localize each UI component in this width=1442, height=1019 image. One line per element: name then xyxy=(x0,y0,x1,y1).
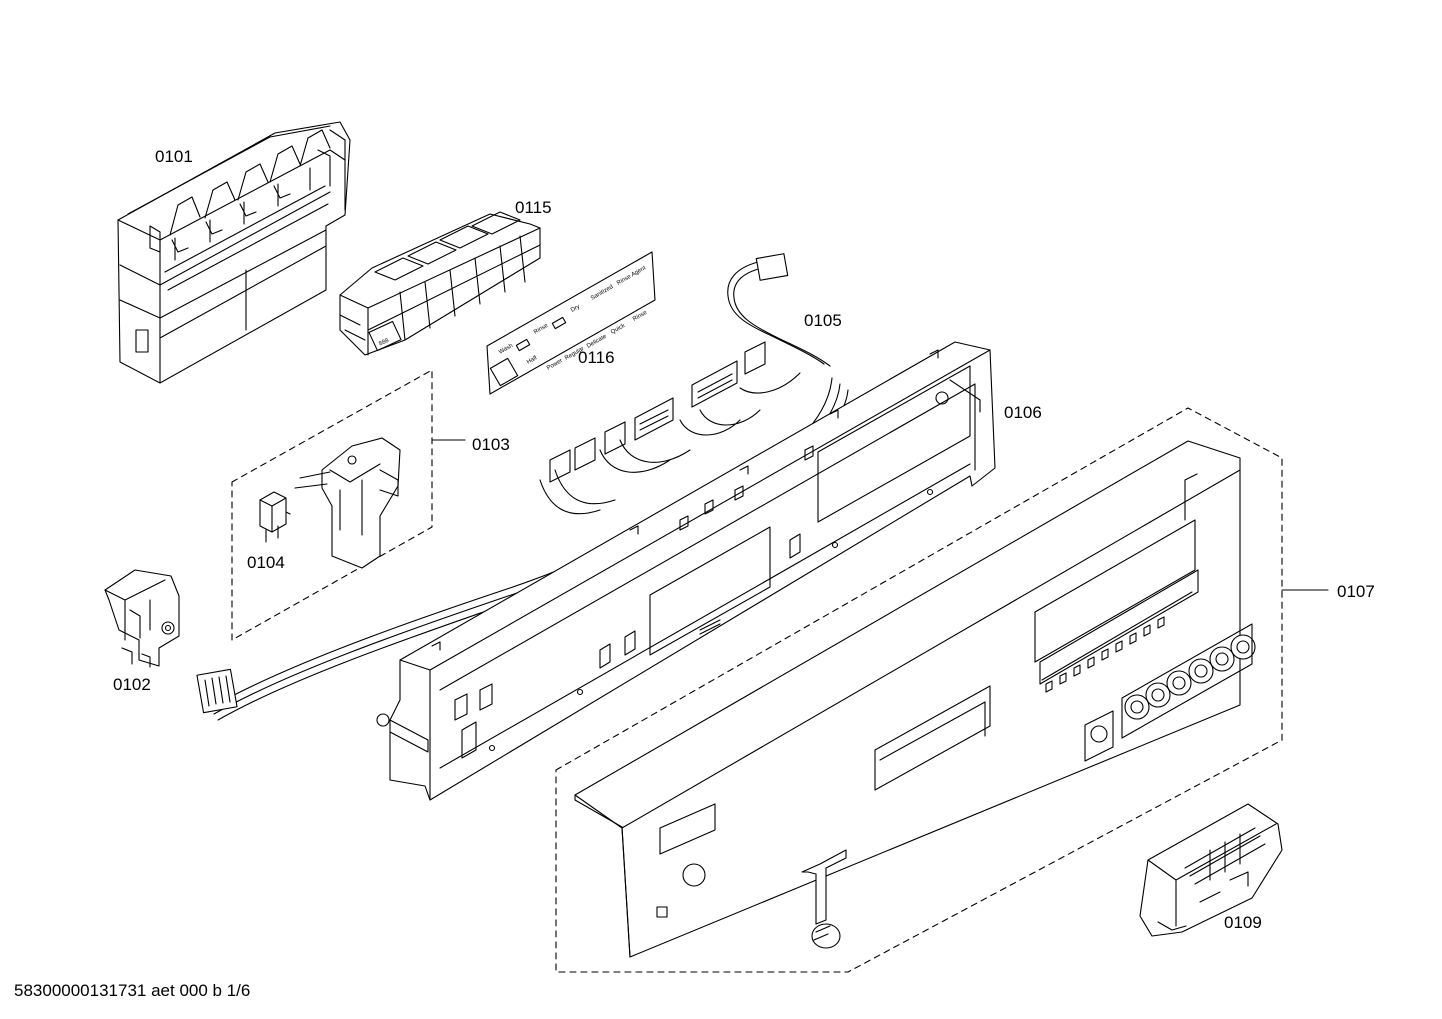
svg-text:Half: Half xyxy=(526,355,539,366)
label-0105: 0105 xyxy=(804,311,842,330)
svg-text:888: 888 xyxy=(378,338,390,348)
label-0107: 0107 xyxy=(1337,582,1375,601)
control-module-0101 xyxy=(118,122,350,383)
label-0106: 0106 xyxy=(1004,403,1042,422)
part-labels: 0101 0115 0116 0105 0106 0103 0104 0102 … xyxy=(113,147,1375,932)
front-panel-0107 xyxy=(556,408,1282,972)
control-frame-0106 xyxy=(377,342,995,800)
label-0102: 0102 xyxy=(113,675,151,694)
button-block-0115: 888 xyxy=(340,212,540,355)
svg-text:Dry: Dry xyxy=(570,304,581,314)
switch-group-0103 xyxy=(232,370,432,640)
small-component-0104 xyxy=(260,492,290,542)
label-0103: 0103 xyxy=(472,435,510,454)
label-0109: 0109 xyxy=(1224,913,1262,932)
document-id: 58300000131731 aet 000 b 1/6 xyxy=(14,981,251,1000)
control-label-0116: Wash Rinse Dry Sanitized Rinse Agent Hal… xyxy=(487,252,655,394)
label-0115: 0115 xyxy=(515,198,552,217)
label-0101: 0101 xyxy=(155,147,193,166)
cover-0109 xyxy=(1140,804,1282,936)
label-0104: 0104 xyxy=(247,553,285,572)
label-0116: 0116 xyxy=(578,348,615,367)
switch-0102 xyxy=(105,570,179,667)
